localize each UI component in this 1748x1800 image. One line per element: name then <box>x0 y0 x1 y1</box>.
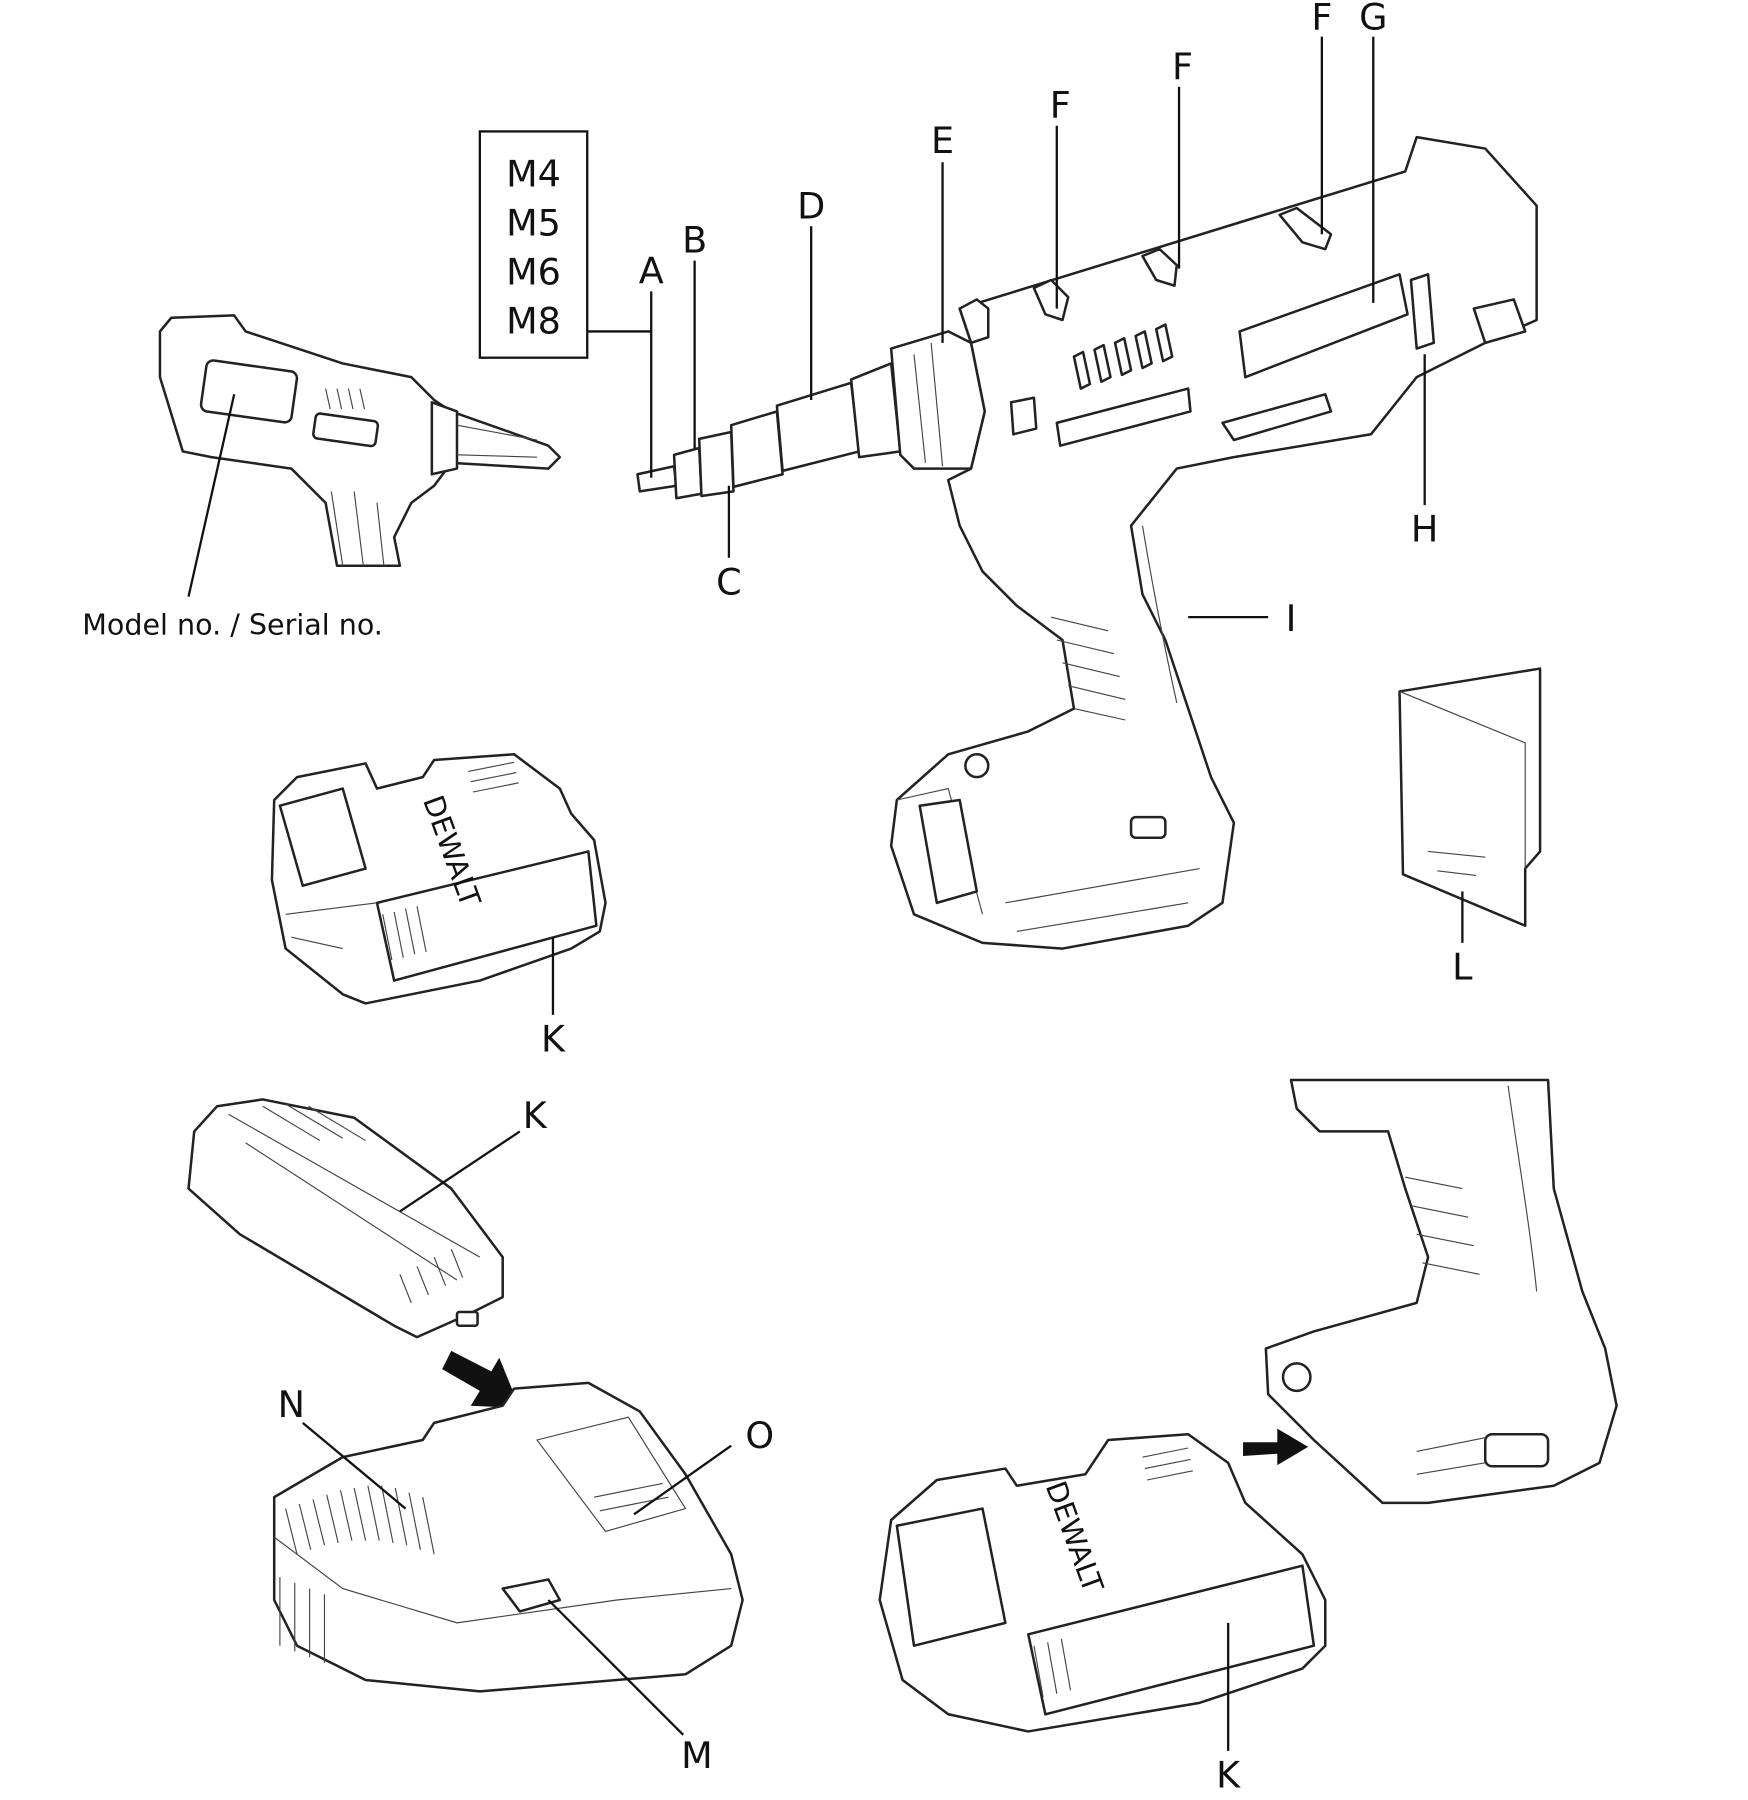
label-d: D <box>797 184 825 227</box>
small-tool-illustration <box>158 314 562 567</box>
label-o: O <box>745 1414 774 1457</box>
insert-arrow-icon <box>1243 1428 1309 1466</box>
label-c: C <box>716 560 742 603</box>
label-f: F <box>1050 84 1071 127</box>
tool-battery-insertion-illustration: DEWALT <box>878 1078 1618 1733</box>
label-g: G <box>1359 0 1387 39</box>
insert-arrow-icon <box>442 1350 520 1408</box>
size-m4: M4 <box>506 152 561 195</box>
nosepiece-size-box: M4 M5 M6 M8 <box>478 130 589 359</box>
label-k: K <box>523 1094 548 1137</box>
size-m6: M6 <box>506 251 561 294</box>
label-k: K <box>1216 1753 1241 1796</box>
label-l: L <box>1452 945 1473 988</box>
label-i: I <box>1286 597 1297 640</box>
label-n: N <box>278 1383 305 1426</box>
size-m5: M5 <box>506 201 561 244</box>
label-b: B <box>682 219 707 262</box>
label-e: E <box>931 119 954 162</box>
charger-illustration <box>272 1381 744 1693</box>
size-m8: M8 <box>506 300 561 343</box>
label-f: F <box>1311 0 1332 39</box>
main-tool-illustration <box>636 135 1538 950</box>
label-f: F <box>1172 45 1193 88</box>
label-k: K <box>541 1017 566 1060</box>
label-h: H <box>1411 508 1438 551</box>
leader-lines <box>187 36 1464 1751</box>
instruction-manual-illustration <box>1398 667 1542 927</box>
battery-being-inserted <box>187 1098 504 1339</box>
model-serial-caption: Model no. / Serial no. <box>82 607 383 641</box>
label-m: M <box>681 1734 713 1777</box>
battery-pack-illustration: DEWALT <box>270 753 607 1005</box>
label-a: A <box>639 249 664 292</box>
